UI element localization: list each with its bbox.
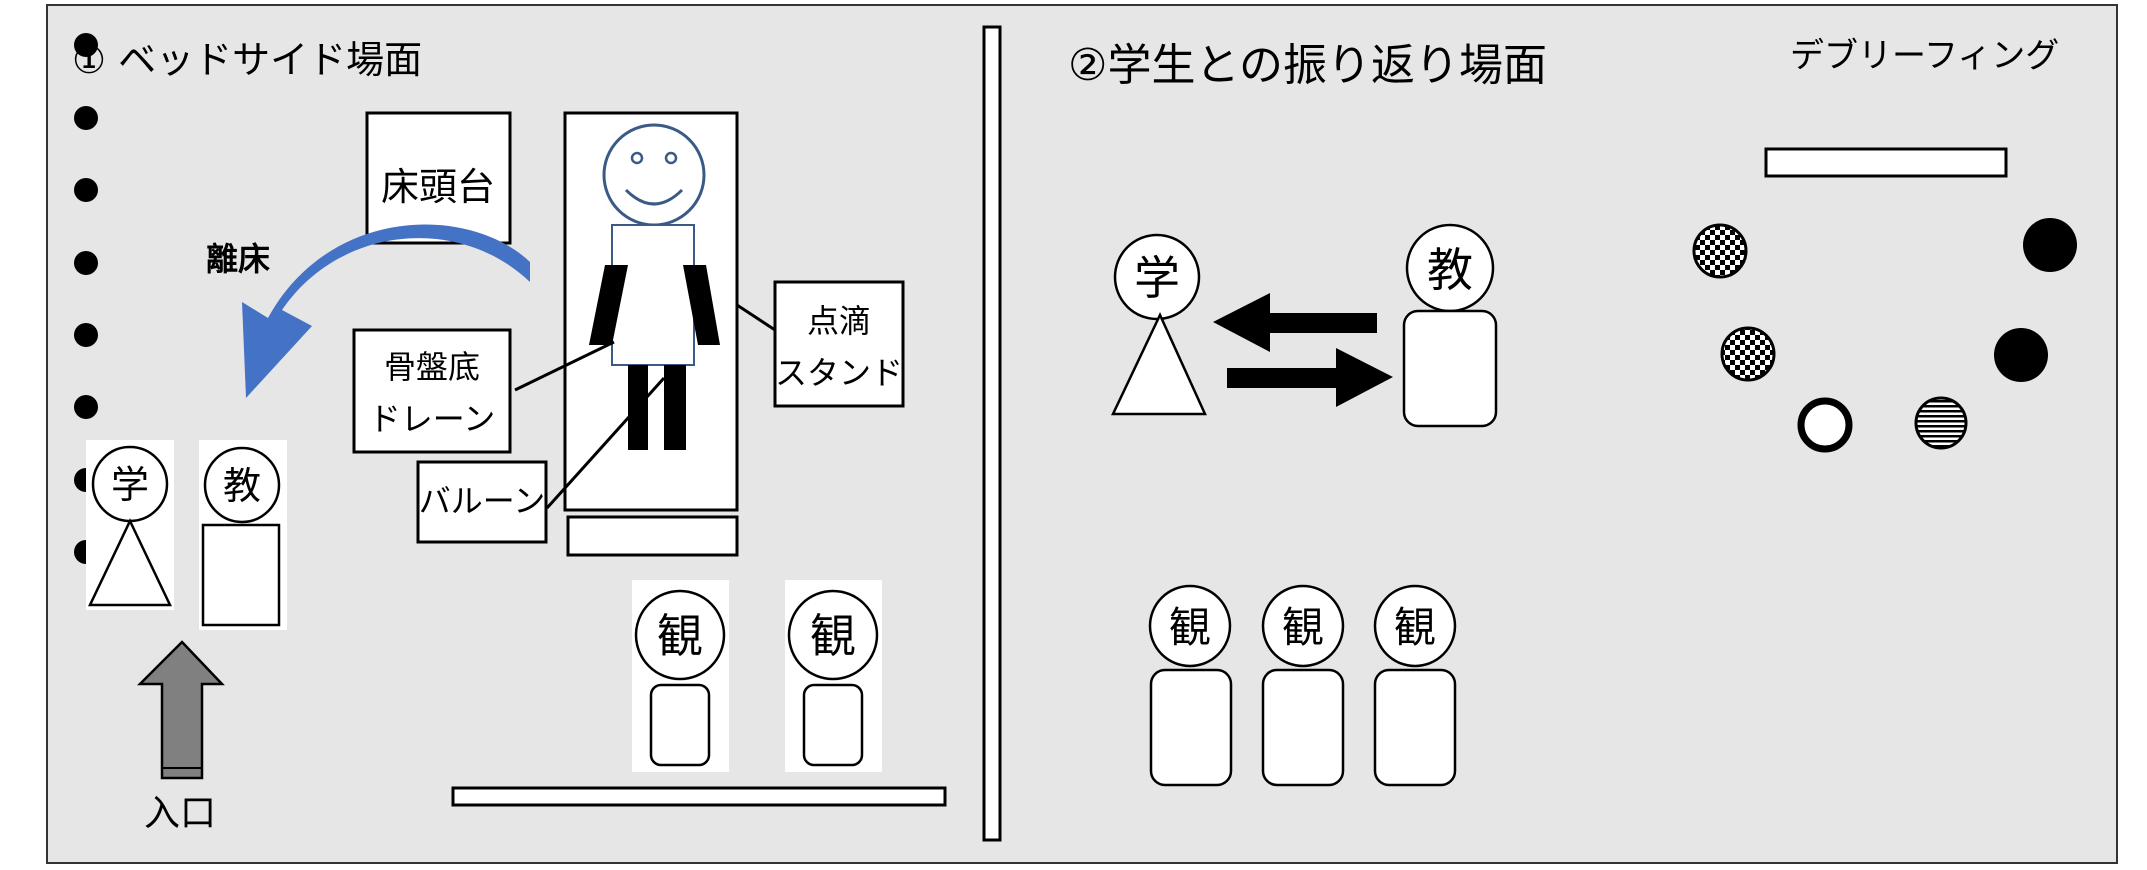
- drain-box: [352, 328, 512, 454]
- observer-figure: 観: [1148, 584, 1233, 787]
- dot-icon: [74, 323, 98, 347]
- dot-icon: [74, 33, 98, 57]
- dot-icon: [74, 106, 98, 130]
- observer-figure: 観: [1373, 584, 1457, 787]
- student-label: 学: [111, 463, 149, 507]
- observer-figure: 観: [632, 580, 729, 772]
- teacher-figure: 教: [1402, 223, 1498, 428]
- exchange-arrows-icon: [1213, 293, 1393, 407]
- dot-icon: [74, 178, 98, 202]
- bed-footboard: [566, 515, 739, 557]
- debriefing-table: [1764, 147, 2008, 178]
- observer-label: 観: [657, 609, 703, 663]
- curved-arrow-icon: [242, 224, 530, 398]
- observer-label: 観: [1394, 603, 1436, 652]
- scene-divider: [982, 25, 1002, 842]
- smiley-face-icon: [602, 123, 706, 227]
- student-label: 学: [1134, 251, 1180, 305]
- observer-figure: 観: [1261, 584, 1345, 787]
- observer-label: 観: [810, 609, 856, 663]
- dot-icon: [1994, 328, 2048, 382]
- entrance-label: 入口: [144, 793, 216, 834]
- checkered-circle-icon: [1720, 326, 1776, 382]
- iv-stand-line2: スタンド: [775, 354, 903, 392]
- dot-icon: [74, 251, 98, 275]
- observer-label: 観: [1169, 603, 1211, 652]
- bedside-table-label: 床頭台: [381, 165, 495, 209]
- balloon-label: バルーン: [419, 482, 545, 520]
- up-arrow-icon: [136, 640, 225, 780]
- student-figure: 学: [86, 440, 174, 610]
- action-label: 離床: [206, 240, 270, 278]
- student-figure: 学: [1111, 233, 1207, 416]
- bedside-table-box: [365, 111, 512, 245]
- teacher-label: 教: [1427, 243, 1473, 297]
- checkered-circle-icon: [1692, 223, 1748, 279]
- teacher-label: 教: [223, 464, 261, 508]
- drain-label-line1: 骨盤底: [384, 348, 480, 386]
- balloon-box: [416, 460, 548, 544]
- teacher-figure: 教: [199, 440, 287, 630]
- scene2-title: ②学生との振り返り場面: [1068, 40, 1547, 91]
- ring-icon: [1797, 397, 1853, 453]
- observer-label: 観: [1282, 603, 1324, 652]
- dot-icon: [74, 395, 98, 419]
- iv-stand-line1: 点滴: [807, 302, 871, 340]
- striped-circle-icon: [1914, 396, 1968, 450]
- observer-figure: 観: [785, 580, 882, 772]
- bench-bar: [451, 786, 947, 807]
- debriefing-label: デブリーフィング: [1790, 36, 2059, 76]
- dot-icon: [2023, 218, 2077, 272]
- scene1-title: ① ベッドサイド場面: [72, 38, 422, 82]
- drain-label-line2: ドレーン: [369, 400, 495, 438]
- iv-stand-box: [773, 280, 905, 408]
